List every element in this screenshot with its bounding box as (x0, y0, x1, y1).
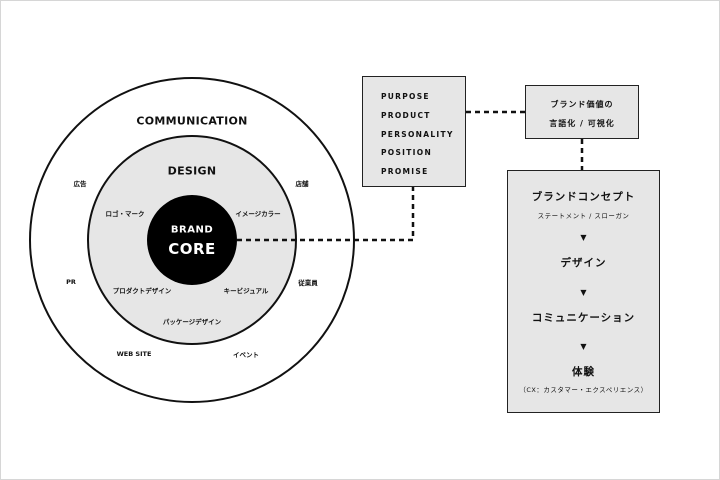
flow-arrow-down-icon: ▼ (580, 342, 587, 351)
purpose-box: PURPOSE PRODUCT PERSONALITY POSITION PRO… (362, 76, 466, 187)
outer-label-pr: PR (66, 278, 76, 286)
flow-step-brand-concept: ブランドコンセプト (531, 191, 636, 203)
flow-step-communication: コミュニケーション (531, 312, 636, 324)
purpose-item: PURPOSE (381, 92, 430, 101)
outer-label-employees: 従業員 (298, 279, 318, 287)
inner-label-package-design: パッケージデザイン (162, 318, 222, 326)
outer-label-event: イベント (233, 351, 259, 359)
personality-item: PERSONALITY (381, 129, 454, 139)
inner-label-key-visual: キービジュアル (223, 287, 269, 295)
outer-label-store: 店舗 (295, 180, 309, 188)
inner-label-logo: ロゴ・マーク (105, 210, 145, 218)
flow-arrow-down-icon: ▼ (580, 233, 587, 242)
flow-arrow-down-icon: ▼ (580, 288, 587, 297)
core-to-purpose-connector (237, 187, 415, 242)
brand-value-line1: ブランド価値の (550, 100, 614, 109)
brand-value-line2: 言語化 / 可視化 (549, 119, 615, 128)
promise-item: PROMISE (381, 167, 429, 177)
flow-step-experience-sub: （CX：カスタマー・エクスペリエンス） (519, 386, 648, 394)
communication-title: COMMUNICATION (136, 114, 248, 128)
brand-flow-box: ブランドコンセプト ステートメント / スローガン ▼ デザイン ▼ コミュニケ… (507, 170, 660, 413)
inner-label-product-design: プロダクトデザイン (112, 287, 172, 295)
brand-core-circle (147, 195, 237, 285)
flow-step-experience: 体験 (572, 366, 595, 378)
outer-label-ads: 広告 (73, 180, 87, 188)
flow-step-brand-concept-sub: ステートメント / スローガン (537, 212, 630, 220)
position-item: POSITION (381, 148, 433, 158)
flow-step-design: デザイン (560, 257, 607, 269)
brand-value-box: ブランド価値の 言語化 / 可視化 (525, 85, 639, 139)
outer-label-website: WEB SITE (116, 350, 152, 358)
design-title: DESIGN (167, 164, 217, 178)
core-label-brand: BRAND (170, 224, 214, 236)
core-label-core: CORE (168, 240, 216, 258)
inner-label-image-color: イメージカラー (235, 210, 281, 218)
product-item: PRODUCT (381, 110, 431, 120)
